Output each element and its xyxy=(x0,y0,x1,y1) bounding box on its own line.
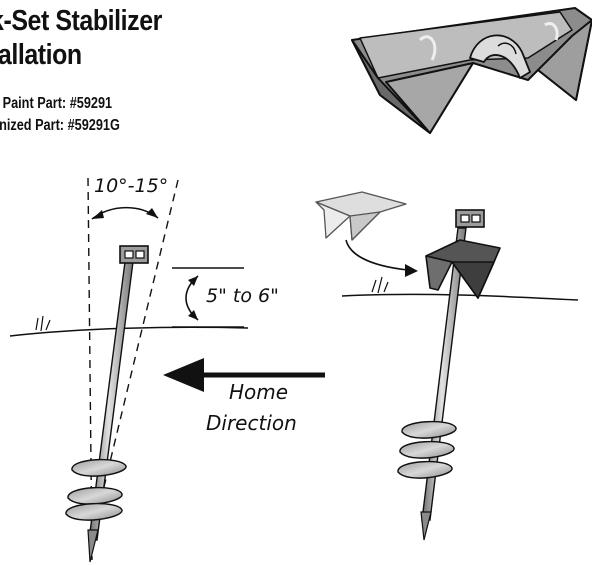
grass-tuft-right xyxy=(371,276,389,294)
home-direction-arrow xyxy=(163,358,325,392)
page-title: k-Set Stabilizer tallation xyxy=(0,4,162,72)
grass-tuft xyxy=(35,315,51,332)
auger-tip xyxy=(87,529,99,563)
auger-tip-right xyxy=(420,511,432,541)
title-line-1: k-Set Stabilizer xyxy=(0,5,162,37)
stabilizer-bracket-illustration xyxy=(351,7,592,134)
depth-label: 5" to 6" xyxy=(206,285,279,307)
part-number-galvanized: anized Part: #59291G xyxy=(0,117,120,134)
anchor-eye-right xyxy=(455,209,485,228)
placement-arrow xyxy=(345,239,409,271)
title-line-2: tallation xyxy=(0,39,82,71)
ground-line-right xyxy=(341,293,579,301)
auger-flights xyxy=(65,458,127,521)
stabilizer-ghost xyxy=(315,191,407,241)
direction-label-line-2: Direction xyxy=(206,411,297,435)
part-number-paint: k Paint Part: #59291 xyxy=(0,95,113,112)
part-numbers: k Paint Part: #59291 anized Part: #59291… xyxy=(0,93,120,137)
anchor-eye xyxy=(119,245,149,264)
angle-label: 10°-15° xyxy=(94,175,168,197)
direction-label-line-1: Home xyxy=(229,380,288,404)
stabilizer-installed xyxy=(425,239,501,299)
angled-anchor-diagram xyxy=(9,177,249,563)
ground-line xyxy=(9,326,249,337)
angle-reference-line xyxy=(95,179,179,521)
vertical-reference-line xyxy=(87,177,93,561)
anchor-with-stabilizer-diagram xyxy=(315,191,579,541)
auger-flights-right xyxy=(397,420,457,479)
